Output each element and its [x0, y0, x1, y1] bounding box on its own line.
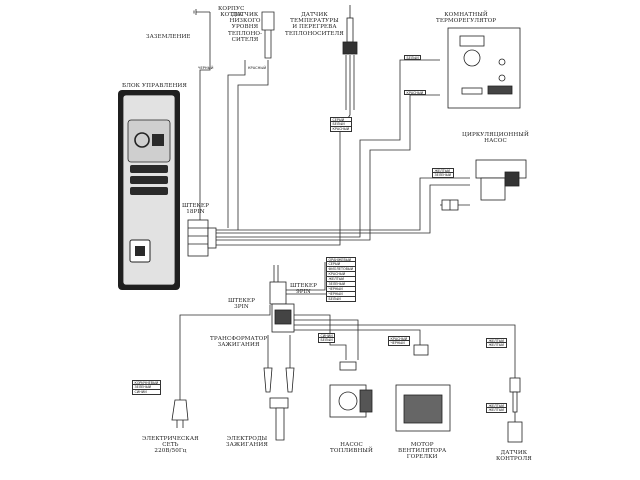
button-down-icon	[130, 187, 168, 195]
circulation-pump-icon	[475, 159, 527, 201]
wire-tag: ЧЕРНЫЙ	[326, 292, 356, 297]
low-level-wire-black	[227, 60, 246, 228]
wire-tag: ЖЕЛТЫЙ	[486, 408, 507, 413]
plug-9pin-icon	[269, 281, 295, 333]
thermostat-white-tag: БЕЛЫЙ	[404, 55, 422, 60]
wire-tag: ОРАНЖЕВЫЙ	[326, 257, 356, 262]
mains-plug-icon	[171, 399, 189, 428]
wire-tag: КРАСНЫЙ	[388, 336, 410, 341]
wire-tag: ЖЕЛТЫЙ	[486, 343, 507, 348]
wire-tag-black: ЧЕРНЫЙ	[198, 66, 214, 70]
thermostat-red-tag: КРАСНЫЙ	[404, 90, 426, 95]
wire-tag-red: КРАСНЫЙ	[248, 66, 267, 70]
wire-tag: ЧЕРНЫЙ	[388, 341, 410, 346]
sensor-wire-stack-top: ЖЕЛТЫЙ ЖЕЛТЫЙ	[486, 338, 507, 348]
wire-tag: ФИОЛЕТОВЫЙ	[326, 267, 356, 272]
wire-tag: КОРИЧНЕВЫЙ	[132, 380, 161, 385]
wire-tag: ЗЕЛЁНЫЙ	[432, 173, 454, 178]
wire-tag: ЗЕЛЁНЫЙ	[326, 282, 356, 287]
room-thermostat-icon	[447, 27, 521, 109]
ground-wire	[190, 12, 211, 226]
low-level-probe-icon	[261, 11, 275, 59]
button-mid-icon	[130, 176, 168, 184]
wire-tag: СИНИЙ	[132, 390, 161, 395]
temp-sensor-wire	[215, 55, 351, 246]
pump-plug-icon	[441, 199, 459, 211]
control-sensor-icon	[507, 377, 523, 443]
ground-terminal	[193, 9, 210, 15]
pump-wire-stack: ЖЁЛТЫЙ ЗЕЛЁНЫЙ	[432, 168, 454, 178]
wire-tag: ЖЁЛТЫЙ	[432, 168, 454, 173]
ignition-electrodes-icon	[263, 367, 295, 441]
plug-18pin-icon	[187, 219, 217, 257]
plug9-wire-stack: ОРАНЖЕВЫЙ СЕРЫЙ ФИОЛЕТОВЫЙ КРАСНЫЙ ЖЁЛТЫ…	[326, 257, 356, 302]
fuel-pump-icon	[329, 361, 373, 418]
control-knob-icon	[134, 132, 150, 148]
wire-tag: СЕРЫЙ	[326, 262, 356, 267]
wire-tag: ЧЕРНЫЙ	[326, 287, 356, 292]
thermostat-wire-red	[215, 94, 440, 241]
control-unit	[118, 90, 180, 290]
pump-wire-green	[215, 184, 470, 234]
wire-tag: ЖЕЛТЫЙ	[486, 338, 507, 343]
wire-tag: КРАСНЫЙ	[326, 272, 356, 277]
fuel-wire-stack: СИНИЙ БЕЛЫЙ	[318, 333, 336, 343]
low-level-wire-red	[237, 60, 269, 230]
thermostat-wire-white	[215, 59, 440, 238]
sensor-wire-stack-bottom: ЖЕЛТЫЙ ЖЕЛТЫЙ	[486, 403, 507, 413]
temp-wire-stack: СЕРЫЙ БЕЛЫЙ КРАСНЫЙ	[330, 117, 352, 132]
wire-tag: БЕЛЫЙ	[326, 297, 356, 302]
transformer-wire	[179, 305, 271, 405]
fan-wire-stack: КРАСНЫЙ ЧЕРНЫЙ	[388, 336, 410, 346]
wire-tag: СИНИЙ	[318, 333, 336, 338]
pump-wire-yellow	[215, 177, 470, 231]
control-unit-label: БЛОК УПРАВЛЕНИЯ	[122, 83, 188, 89]
temperature-sensor-icon	[342, 5, 358, 55]
wire-tag: БЕЛЫЙ	[318, 338, 336, 343]
wire-tag: БЕЛЫЙ	[330, 122, 352, 127]
wire-tag: ЖЕЛТЫЙ	[486, 403, 507, 408]
ground-label: ЗАЗЕМЛЕНИЕ	[146, 34, 191, 40]
wire-tag: СЕРЫЙ	[330, 117, 352, 122]
mains-wire-stack: КОРИЧНЕВЫЙ ЗЕЛЕНЫЙ СИНИЙ	[132, 380, 161, 395]
burner-fan-motor-icon	[395, 344, 451, 432]
wire-tag: ЗЕЛЕНЫЙ	[132, 385, 161, 390]
wire-tag: ЖЁЛТЫЙ	[326, 277, 356, 282]
wire-tag: КРАСНЫЙ	[330, 127, 352, 132]
button-up-icon	[130, 165, 168, 173]
